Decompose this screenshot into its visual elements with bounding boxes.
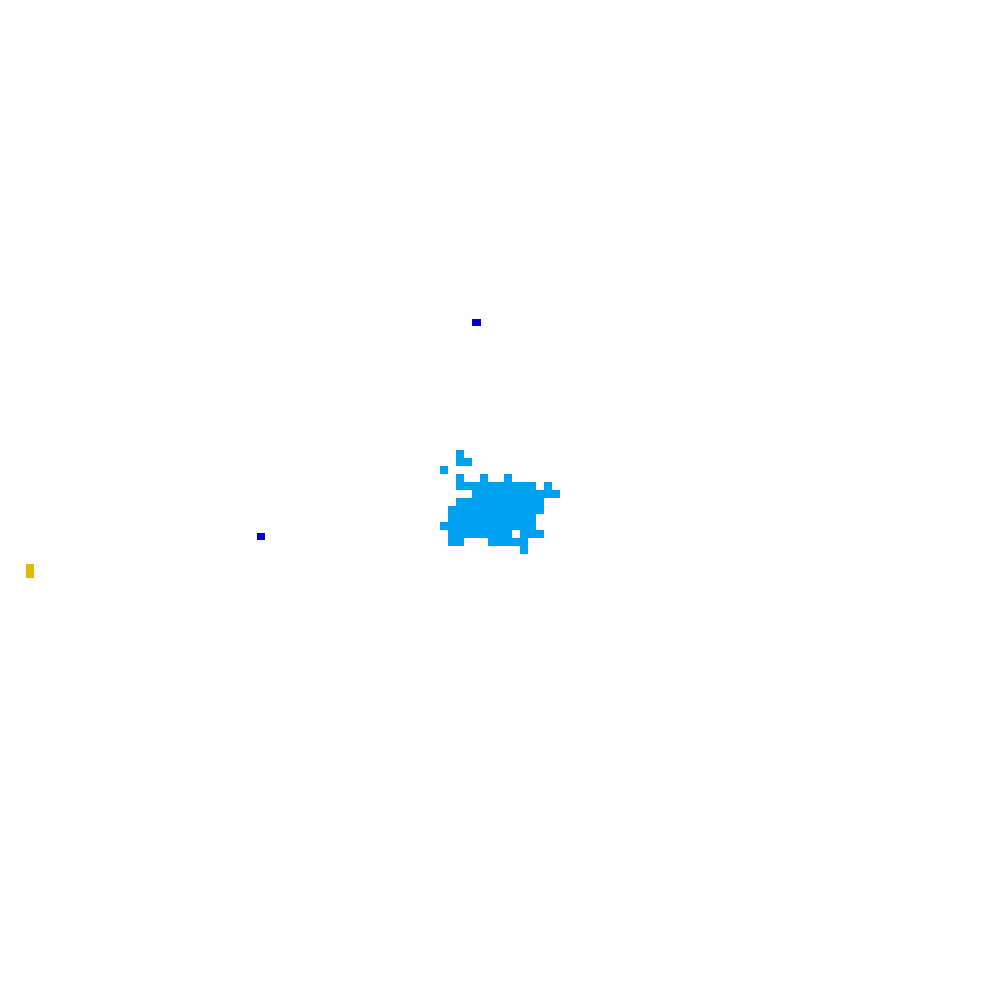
blob-cell [448, 538, 464, 546]
blob-cell [520, 546, 528, 554]
blob-cell [472, 490, 536, 498]
blob-cell [536, 490, 560, 498]
blob-cell [536, 530, 544, 538]
blue-marker-left [257, 533, 265, 540]
blob-cell [456, 450, 464, 458]
blue-marker-upper [472, 319, 481, 326]
blob-cell [456, 458, 472, 466]
blob-cell [448, 530, 512, 538]
blob-cell [440, 466, 448, 474]
blob-cell [472, 482, 536, 490]
blob-cell [456, 482, 472, 490]
blob-cell [440, 522, 528, 530]
blob-cell [520, 530, 536, 538]
blob-cell [448, 506, 544, 514]
yellow-player-sprite [26, 564, 34, 578]
blob-cell [488, 538, 520, 546]
blob-cell [480, 474, 488, 482]
blob-cell [456, 498, 544, 506]
blob-cell [520, 538, 528, 546]
blob-cell [456, 474, 464, 482]
blob-cell [448, 514, 536, 522]
blob-cell [528, 522, 536, 530]
blob-cell [544, 482, 552, 490]
blob-cell [504, 474, 512, 482]
